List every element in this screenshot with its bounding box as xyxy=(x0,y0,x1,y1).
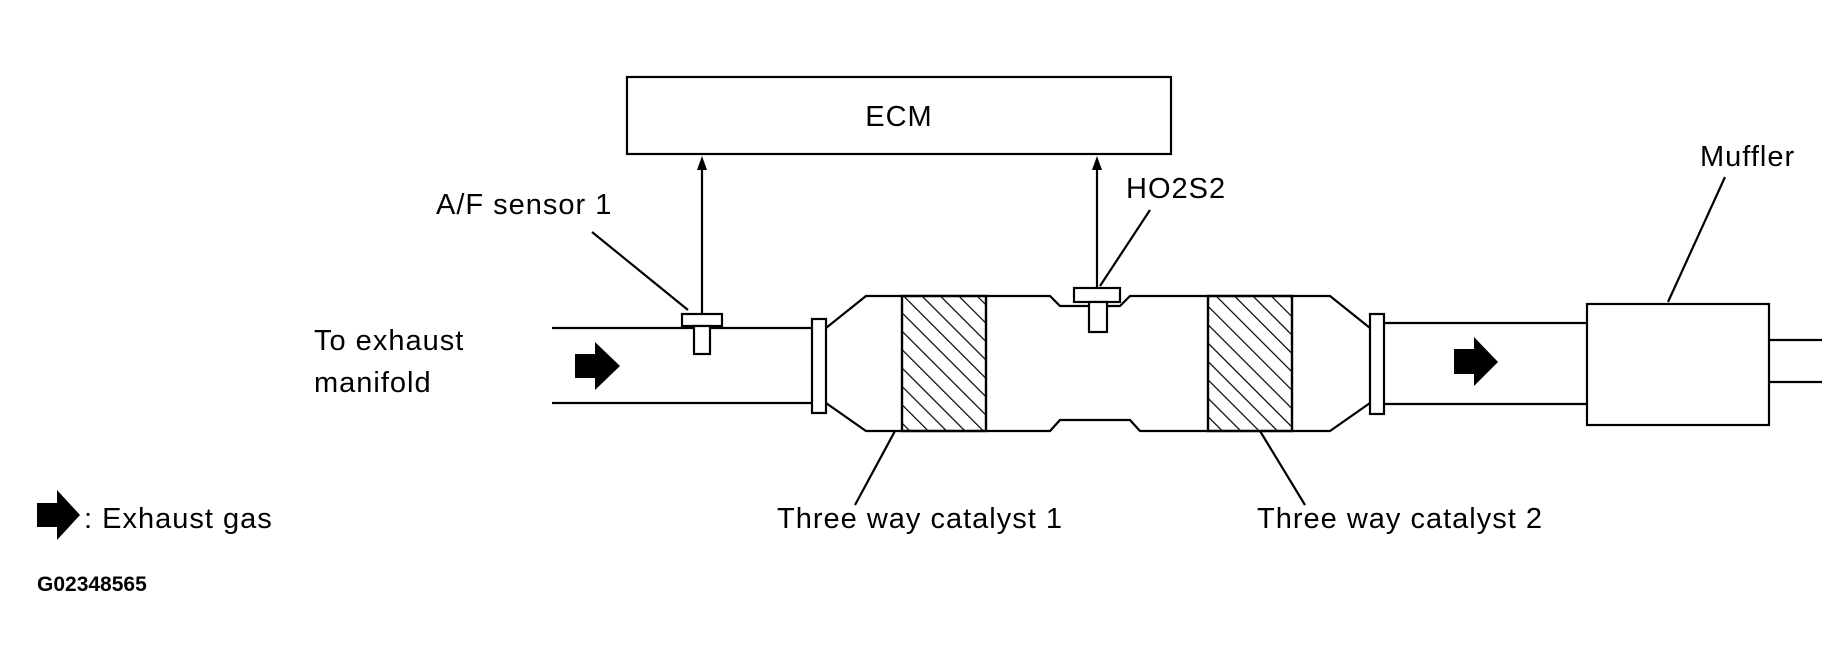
pipe-flange-1 xyxy=(810,317,828,415)
ho2s2-signal-line xyxy=(1092,156,1102,288)
ho2s2-sensor xyxy=(1072,286,1122,334)
arrow-right-icon xyxy=(575,342,620,390)
legend-text: : Exhaust gas xyxy=(84,503,273,535)
af-sensor-1 xyxy=(680,312,724,356)
three-way-catalyst-1 xyxy=(900,294,988,433)
af-sensor-label: A/F sensor 1 xyxy=(436,189,612,221)
catalyst-1-label: Three way catalyst 1 xyxy=(777,503,1063,535)
muffler-leader xyxy=(1666,176,1727,303)
muffler-label: Muffler xyxy=(1700,141,1795,173)
tail-pipe xyxy=(1769,338,1822,384)
arrow-right-icon xyxy=(1454,337,1498,386)
legend: : Exhaust gas xyxy=(37,490,273,540)
ecm-label: ECM xyxy=(865,101,932,133)
catalyst-1-leader xyxy=(854,430,896,506)
af-sensor-leader xyxy=(591,231,689,311)
three-way-catalyst-2 xyxy=(1206,294,1294,433)
ho2s2-label: HO2S2 xyxy=(1126,173,1226,205)
catalyst-2-label: Three way catalyst 2 xyxy=(1257,503,1543,535)
arrow-right-icon xyxy=(37,490,80,540)
catalyst-2-leader xyxy=(1259,430,1306,506)
af-sensor-signal-line xyxy=(697,156,707,314)
muffler xyxy=(1585,302,1771,427)
ho2s2-leader xyxy=(1099,209,1151,287)
mid-pipe xyxy=(1384,321,1587,406)
pipe-flange-2 xyxy=(1368,312,1386,416)
figure-code: G02348565 xyxy=(37,573,147,596)
inlet-pipe xyxy=(552,326,812,405)
exhaust-manifold-label-line2: manifold xyxy=(314,367,432,399)
ecm-box: ECM xyxy=(625,75,1173,156)
exhaust-manifold-label-line1: To exhaust xyxy=(314,325,464,357)
